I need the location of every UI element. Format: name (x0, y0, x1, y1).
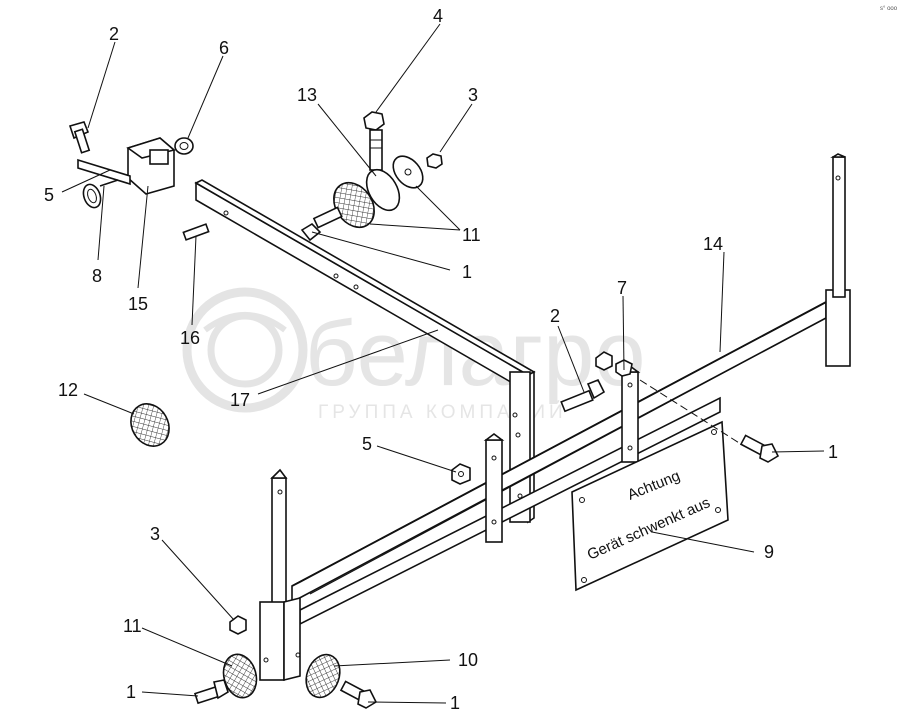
callout-7: 7 (617, 278, 627, 298)
callout-13: 13 (297, 85, 317, 105)
callouts: 2 6 4 13 3 5 8 15 11 1 14 16 7 2 12 17 1… (44, 6, 838, 713)
callout-8: 8 (92, 266, 102, 286)
hinge-bracket-15 (77, 137, 176, 209)
pin-16 (182, 223, 210, 241)
assembly-axis (639, 379, 745, 447)
upright-bracket-middle (483, 433, 505, 543)
callout-1-a: 1 (462, 262, 472, 282)
callout-6: 6 (219, 38, 229, 58)
bolt-1-bottom-right (339, 680, 378, 709)
corner-mark: s° ooo (880, 6, 898, 12)
nut-3-bottom (229, 615, 247, 635)
nut-3-top (426, 153, 443, 169)
bolt-2-mid (560, 378, 606, 413)
callout-11-bottom: 11 (123, 616, 142, 636)
callout-12: 12 (58, 380, 78, 400)
callout-17: 17 (230, 390, 250, 410)
callout-3-bottom: 3 (150, 524, 160, 544)
callout-11-top: 11 (462, 225, 481, 245)
bolt-2-top (68, 121, 91, 154)
callout-1-c: 1 (126, 682, 136, 702)
callout-1-d: 1 (450, 693, 460, 713)
bolt-1-right (739, 434, 780, 463)
upright-7 (619, 365, 641, 463)
callout-4: 4 (433, 6, 443, 26)
callout-5-mid: 5 (362, 434, 372, 454)
callout-2-mid: 2 (550, 306, 560, 326)
callout-3-top: 3 (468, 85, 478, 105)
callout-5-top: 5 (44, 185, 54, 205)
washer-11-top (392, 155, 424, 189)
callout-9: 9 (764, 542, 774, 562)
reflector-10 (305, 653, 341, 699)
leader-lines (61, 23, 825, 704)
callout-2-top: 2 (109, 24, 119, 44)
upright-left (259, 468, 301, 682)
bolt-1-top (300, 206, 343, 242)
watermark-logo-icon (182, 287, 308, 413)
bolt-1-bottom-left (193, 679, 229, 705)
reflector-12 (130, 403, 170, 447)
callout-10: 10 (458, 650, 478, 670)
support-bar-17 (194, 179, 536, 524)
nut-5-mid (451, 463, 471, 485)
washer-6 (174, 137, 194, 155)
callout-16: 16 (180, 328, 200, 348)
watermark-subtitle: ГРУППА КОМПАНИЙ (318, 401, 567, 423)
frame-bar-14 (291, 153, 851, 604)
callout-15: 15 (128, 294, 148, 314)
callout-14: 14 (703, 234, 723, 254)
callout-1-b: 1 (828, 442, 838, 462)
